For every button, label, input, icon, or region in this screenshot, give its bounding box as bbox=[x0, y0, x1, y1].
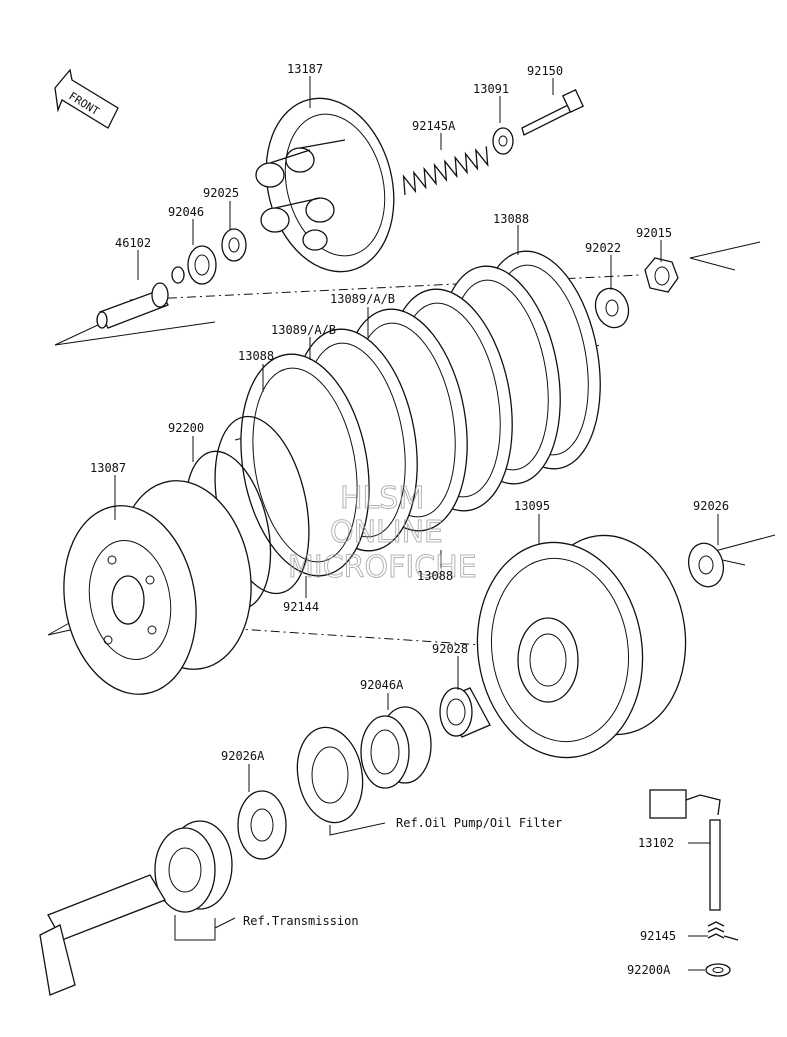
watermark-line1: HLSM bbox=[340, 481, 424, 516]
part-number-92144: 92144 bbox=[283, 600, 319, 614]
part-number-92015: 92015 bbox=[636, 226, 672, 240]
part-number-13089-lower: 13089/A/B bbox=[271, 323, 336, 337]
part-number-92145A: 92145A bbox=[412, 119, 456, 133]
part-number-92026: 92026 bbox=[693, 499, 729, 513]
part-number-13102: 13102 bbox=[638, 836, 674, 850]
needle-bearing-92046A bbox=[360, 706, 432, 789]
watermark: HLSM ONLINE MICROFICHE bbox=[288, 481, 478, 586]
spring-92145 bbox=[707, 921, 739, 941]
part-number-13089-upper: 13089/A/B bbox=[330, 292, 395, 306]
watermark-line2: ONLINE bbox=[330, 515, 443, 550]
part-number-13087: 13087 bbox=[90, 461, 126, 475]
part-number-92150: 92150 bbox=[527, 64, 563, 78]
part-number-13091: 13091 bbox=[473, 82, 509, 96]
ref-transmission-label: Ref.Transmission bbox=[243, 914, 359, 928]
washer-92026 bbox=[687, 542, 725, 588]
nut-92015 bbox=[644, 257, 679, 293]
part-number-13095: 13095 bbox=[514, 499, 550, 513]
transmission-shaft bbox=[39, 874, 166, 996]
bearing-92046 bbox=[187, 245, 217, 285]
part-number-92026A: 92026A bbox=[221, 749, 265, 763]
part-number-92200: 92200 bbox=[168, 421, 204, 435]
washer-92025 bbox=[221, 228, 247, 262]
ref-oil-pump-label: Ref.Oil Pump/Oil Filter bbox=[396, 816, 562, 830]
part-number-13088-left: 13088 bbox=[238, 349, 274, 363]
part-number-92145: 92145 bbox=[640, 929, 676, 943]
part-number-92028: 92028 bbox=[432, 642, 468, 656]
part-number-92200A: 92200A bbox=[627, 963, 671, 977]
part-number-92025: 92025 bbox=[203, 186, 239, 200]
part-number-46102: 46102 bbox=[115, 236, 151, 250]
spring-92145A bbox=[402, 146, 489, 196]
clutch-plate-stack bbox=[240, 250, 601, 577]
part-number-13088-bottom: 13088 bbox=[417, 569, 453, 583]
washer-13091 bbox=[492, 127, 514, 155]
part-labels: 13187 92150 13091 92145A 92025 92046 461… bbox=[90, 62, 729, 977]
clutch-hub-13087 bbox=[63, 480, 252, 695]
transmission-bearing bbox=[154, 820, 233, 913]
part-number-92046: 92046 bbox=[168, 205, 204, 219]
reference-labels: Ref.Oil Pump/Oil Filter Ref.Transmission bbox=[243, 816, 562, 928]
leader-lines bbox=[114, 76, 719, 971]
pusher-46102 bbox=[96, 266, 185, 329]
clutch-housing-13095 bbox=[476, 534, 687, 759]
washer-92200A bbox=[705, 963, 731, 977]
washer-92022 bbox=[594, 287, 630, 329]
oil-pump-gear bbox=[296, 726, 364, 824]
push-rod-13102 bbox=[649, 789, 721, 911]
sleeve-92028 bbox=[439, 687, 491, 738]
pressure-plate-13187 bbox=[255, 97, 395, 273]
watermark-line3: MICROFICHE bbox=[288, 550, 477, 585]
washer-92026A bbox=[237, 790, 287, 860]
part-number-13187: 13187 bbox=[287, 62, 323, 76]
part-number-92046A: 92046A bbox=[360, 678, 404, 692]
part-number-92022: 92022 bbox=[585, 241, 621, 255]
front-arrow-icon: FRONT bbox=[54, 68, 119, 129]
part-number-13088-top: 13088 bbox=[493, 212, 529, 226]
bolt-92150 bbox=[521, 89, 585, 136]
